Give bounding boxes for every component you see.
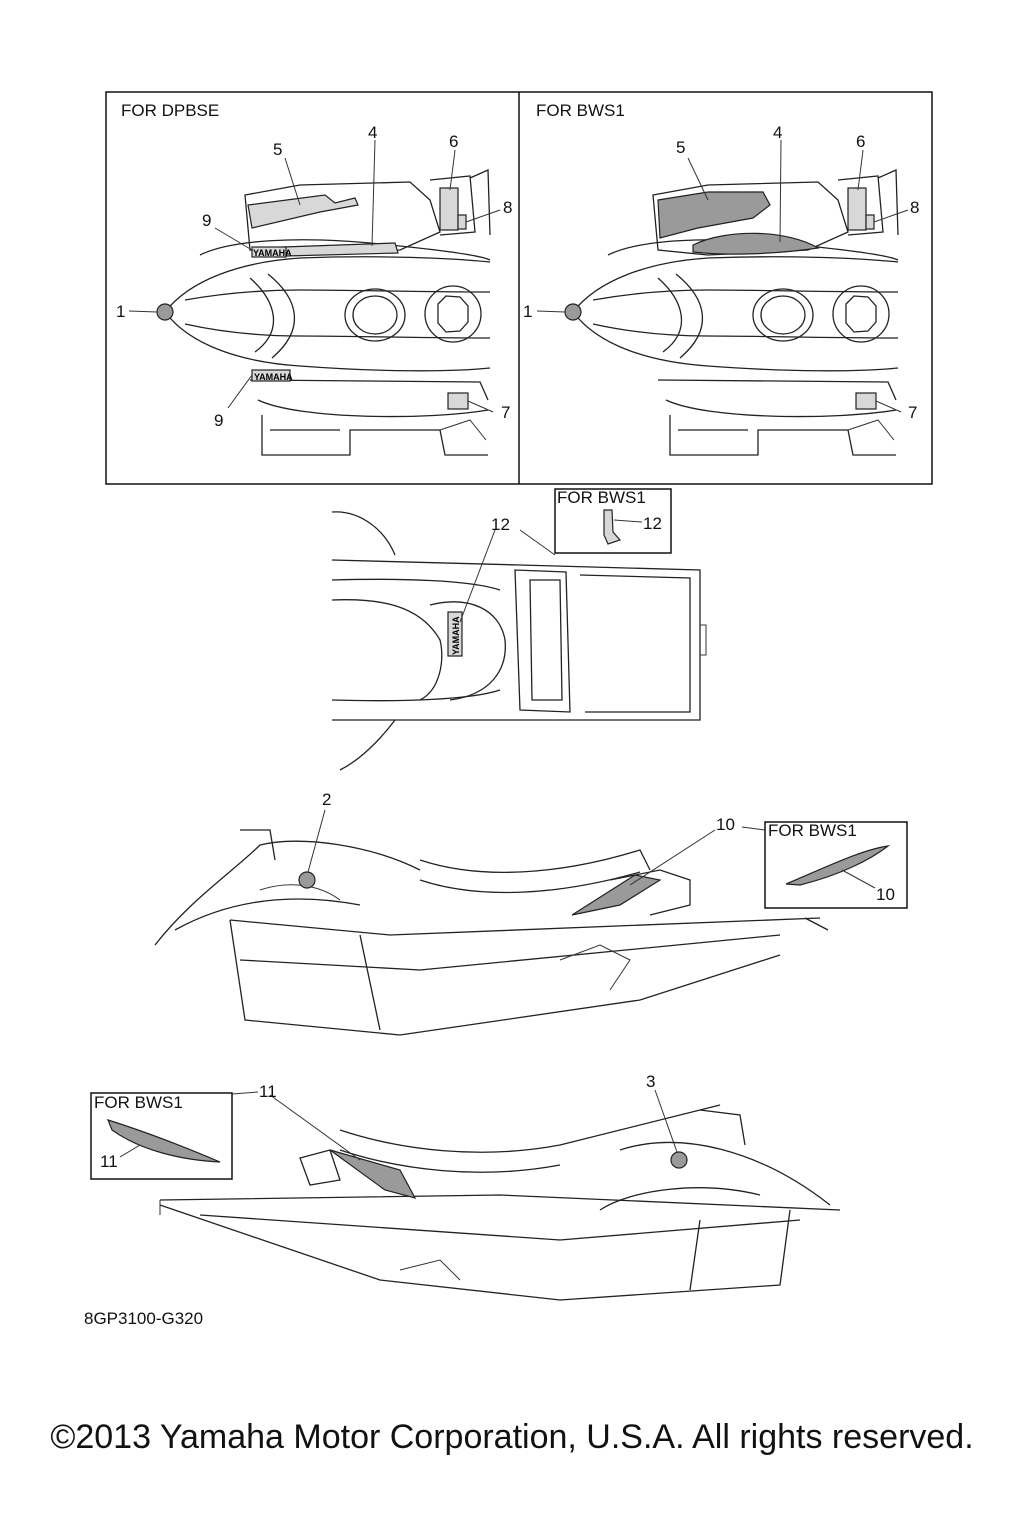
callout-8-left: 8	[503, 198, 512, 217]
callout-6-left: 6	[449, 132, 458, 151]
callout-5-right: 5	[676, 138, 685, 157]
decal-8-dpbse	[457, 214, 467, 230]
callout-4-right: 4	[773, 123, 782, 142]
panel-title-dpbse: FOR DPBSE	[121, 101, 219, 120]
decal-7-dpbse	[447, 392, 469, 410]
yamaha-decal-text-rear: YAMAHA	[451, 616, 461, 655]
callout-2: 2	[322, 790, 331, 809]
decal-7-bws1	[855, 392, 877, 410]
callout-12-inset: 12	[643, 514, 662, 533]
inset-rear-bws1	[554, 488, 672, 554]
callout-9-left-upper: 9	[202, 211, 211, 230]
callout-12-rear: 12	[491, 515, 510, 534]
copyright-notice: ©2013 Yamaha Motor Corporation, U.S.A. A…	[50, 1418, 974, 1456]
decal-4-dpbse	[282, 242, 399, 257]
decal-6-bws1	[847, 187, 867, 231]
callout-1-left: 1	[116, 302, 125, 321]
callout-5-left: 5	[273, 140, 282, 159]
decal-10-side	[571, 874, 662, 916]
decal-8-bws1	[865, 214, 875, 230]
callout-6-right: 6	[856, 132, 865, 151]
callout-4-left: 4	[368, 123, 377, 142]
decal-6-dpbse	[439, 187, 459, 231]
callout-7-right: 7	[908, 403, 917, 422]
emblem-badge-front	[156, 303, 174, 321]
emblem-badge-left	[670, 1151, 688, 1169]
callout-3: 3	[646, 1072, 655, 1091]
decal-9-upper	[251, 246, 287, 258]
inset-right-side-title: FOR BWS1	[768, 821, 857, 840]
inset-rear-title: FOR BWS1	[557, 488, 646, 507]
callout-11-side: 11	[259, 1082, 277, 1101]
callout-1-right: 1	[523, 302, 532, 321]
front-view-dpbse: YAMAHA YAMAHA	[128, 139, 501, 456]
front-view-bws1	[536, 139, 909, 456]
left-side-view	[159, 1089, 841, 1301]
callout-10-side: 10	[716, 815, 735, 834]
callout-11-inset: 11	[100, 1152, 118, 1171]
rear-view: YAMAHA	[331, 511, 707, 771]
panel-title-bws1-front: FOR BWS1	[536, 101, 625, 120]
decal-12-rear	[447, 611, 463, 657]
callout-7-left: 7	[501, 403, 510, 422]
callout-9-left-lower: 9	[214, 411, 223, 430]
callout-8-right: 8	[910, 198, 919, 217]
decal-5-dpbse	[247, 194, 359, 229]
emblem-badge-front-bws1	[564, 303, 582, 321]
inset-left-side-title: FOR BWS1	[94, 1093, 183, 1112]
inset-left-side-bws1	[90, 1091, 259, 1180]
yamaha-decal-text-upper: YAMAHA	[253, 248, 292, 258]
diagram-code: 8GP3100-G320	[84, 1309, 204, 1328]
right-side-view	[154, 809, 829, 1036]
callout-10-inset: 10	[876, 885, 895, 904]
decal-5-bws1	[657, 191, 771, 239]
top-panels-frame	[105, 91, 933, 485]
decal-4-bws1	[692, 232, 820, 255]
yamaha-decal-text-lower: YAMAHA	[254, 372, 293, 382]
inset-right-side-bws1	[741, 821, 908, 909]
emblem-badge-right	[298, 871, 316, 889]
decal-11-side	[329, 1149, 417, 1199]
